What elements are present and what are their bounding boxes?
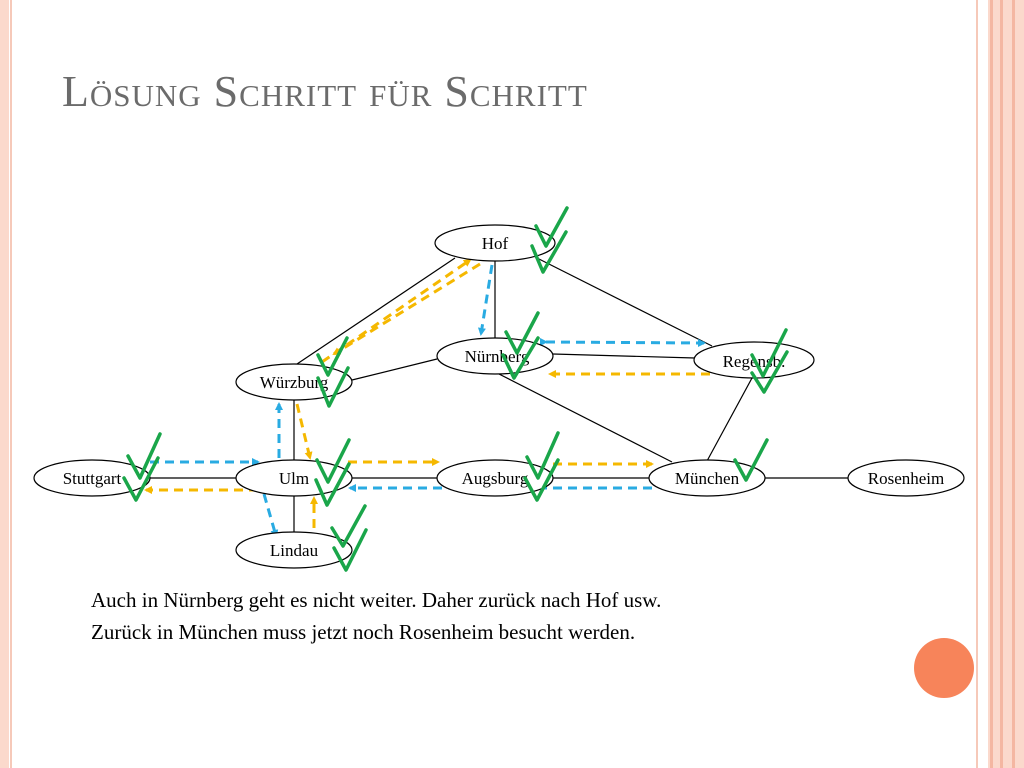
check-mark-icon: [530, 206, 569, 274]
node-lindau: Lindau: [235, 531, 353, 569]
node-augsburg-label: Augsburg: [462, 469, 529, 488]
border-right-band: [988, 0, 1024, 768]
check-mark-icon: [523, 431, 560, 502]
node-augsburg: Augsburg: [436, 459, 554, 497]
node-stuttgart-label: Stuttgart: [63, 469, 122, 488]
node-rosenheim: Rosenheim: [847, 459, 965, 497]
body-line-2: Zurück in München muss jetzt noch Rosenh…: [91, 620, 636, 644]
node-lindau-label: Lindau: [270, 541, 319, 560]
node-hof-label: Hof: [482, 234, 509, 253]
node-muenchen: München: [648, 459, 766, 497]
arrow-nuernberg-regensb-forward: [539, 337, 706, 347]
node-nuernberg: Nürnberg: [436, 337, 554, 375]
edge-nuernberg-muenchen: [496, 372, 673, 463]
border-left-band: [0, 0, 9, 768]
node-wuerzburg-label: Würzburg: [260, 373, 329, 392]
edge-regensb-muenchen: [706, 377, 753, 462]
edge-nuernberg-wuerzburg: [351, 358, 438, 381]
visited-checks: [122, 206, 789, 572]
node-nuernberg-label: Nürnberg: [465, 347, 530, 366]
check-mark-icon: [733, 438, 769, 482]
edge-hof-wuerzburg: [293, 257, 456, 367]
check-mark-icon: [330, 504, 368, 572]
graph-nodes: Hof Nürnberg Regensb. Würzburg Stuttgart…: [33, 224, 965, 569]
border-right-stripe-1: [990, 0, 993, 768]
body-line-1: Auch in Nürnberg geht es nicht weiter. D…: [91, 588, 662, 612]
slide-title: Lösung Schritt für Schritt: [62, 67, 588, 116]
border-right-stripe-3: [1012, 0, 1015, 768]
border-right-stripe-2: [1000, 0, 1003, 768]
body-text: Auch in Nürnberg geht es nicht weiter. D…: [91, 584, 661, 648]
graph-edges: [150, 256, 848, 534]
node-muenchen-label: München: [675, 469, 740, 488]
check-mark-icon: [314, 438, 351, 507]
orange-circle-icon: [914, 638, 974, 698]
check-mark-icon: [316, 336, 350, 408]
traversal-arrows: [144, 258, 710, 538]
node-ulm-label: Ulm: [279, 469, 309, 488]
arrow-ulm-lindau-forward: [262, 493, 279, 538]
arrow-wuerzburg-ulm-back: [295, 403, 313, 460]
arrow-hof-nuernberg-forward: [477, 264, 494, 336]
check-mark-icon: [501, 311, 540, 380]
check-mark-icon: [750, 328, 789, 394]
node-hof: Hof: [434, 224, 556, 262]
edge-hof-regensb: [534, 256, 713, 347]
check-mark-icon: [122, 432, 162, 502]
edge-nuernberg-regensb: [552, 353, 696, 359]
arrow-hof-wuerzburg-back: [332, 262, 481, 356]
node-rosenheim-label: Rosenheim: [868, 469, 945, 488]
node-stuttgart: Stuttgart: [33, 459, 151, 497]
